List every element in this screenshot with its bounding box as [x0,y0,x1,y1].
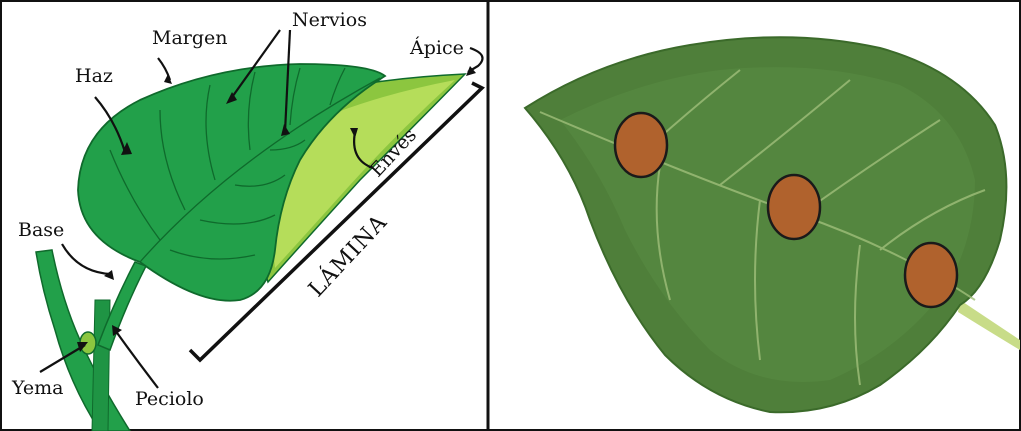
label-peciolo: Peciolo [135,388,204,410]
spot-1 [615,113,667,177]
spot-3 [905,243,957,307]
label-base: Base [18,219,64,241]
leaf-photo [490,2,1020,429]
label-haz: Haz [75,65,113,87]
label-apice: Ápice [409,36,464,59]
label-nervios: Nervios [292,9,367,31]
label-margen: Margen [152,27,228,49]
label-yema: Yema [11,377,63,399]
spot-2 [768,175,820,239]
